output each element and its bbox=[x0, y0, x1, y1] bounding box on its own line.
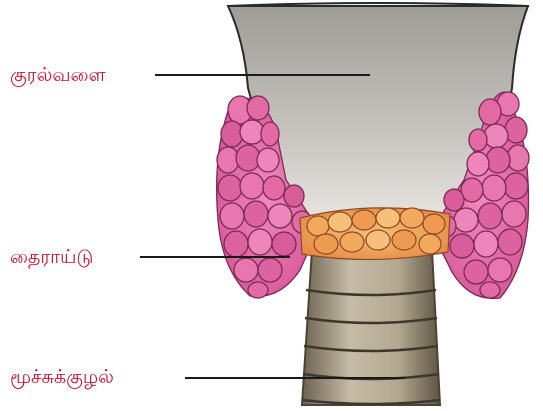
leader-line-trachea bbox=[185, 377, 405, 379]
thyroid-isthmus bbox=[300, 208, 450, 260]
leader-line-thyroid bbox=[140, 256, 290, 258]
label-larynx: குரல்வளை bbox=[10, 66, 106, 85]
leader-line-larynx bbox=[155, 74, 370, 76]
label-thyroid: தைராய்டு bbox=[10, 248, 93, 267]
trachea bbox=[302, 250, 440, 405]
label-trachea: மூச்சுக்குழல் bbox=[10, 368, 114, 387]
